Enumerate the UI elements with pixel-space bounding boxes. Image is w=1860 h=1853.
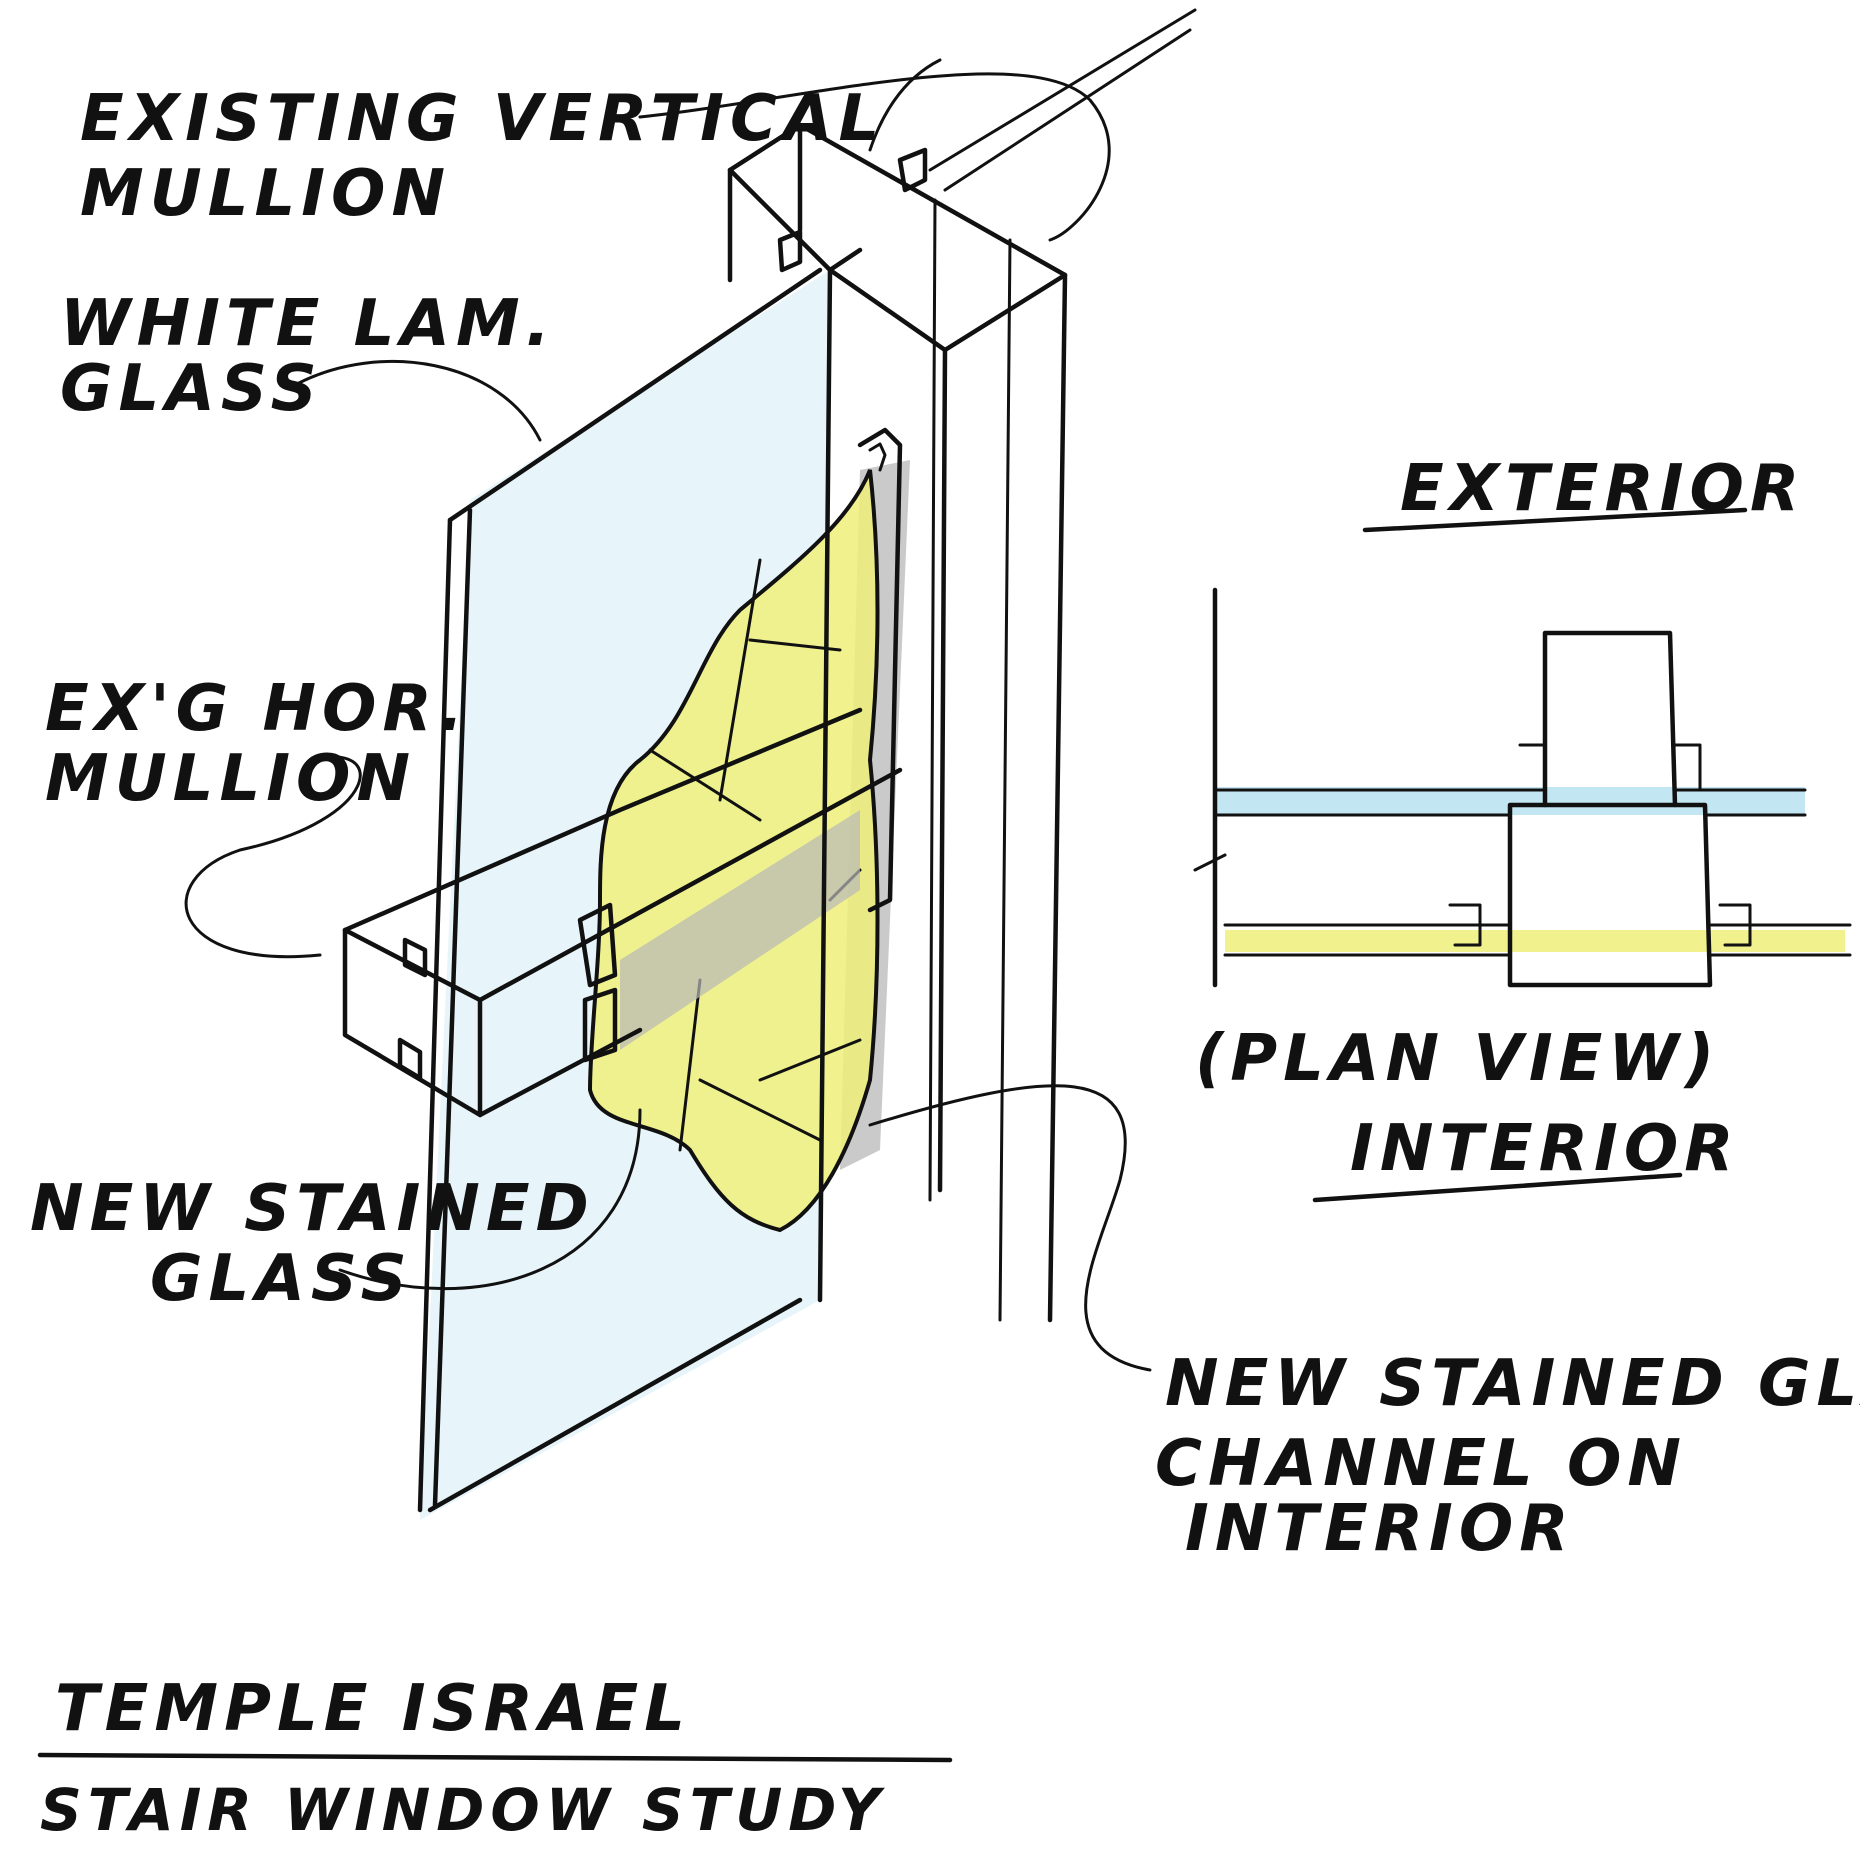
title-line1: TEMPLE ISRAEL <box>55 1672 691 1746</box>
glass-pane-edge <box>432 507 473 1508</box>
leader-line-vertical-top <box>928 8 1197 172</box>
label-stained-glass-line1: NEW STAINED <box>30 1172 595 1246</box>
vertical-mullion-line <box>928 198 937 1202</box>
leader-channel <box>868 1084 1152 1372</box>
annotation-labels: EXISTING VERTICAL MULLION WHITE LAM. GLA… <box>30 82 1860 1844</box>
horizontal-mullion-top <box>342 707 903 1003</box>
plan-mullion-lower <box>1507 802 1713 988</box>
plan-view-detail <box>1193 507 1852 1203</box>
vertical-mullion-side-edge <box>1047 272 1068 1323</box>
stained-glass-channel-inner <box>868 442 887 472</box>
plan-stained-yellow <box>1225 930 1845 952</box>
plan-channel <box>1448 903 1752 947</box>
leader-line-vertical-top-b <box>943 28 1192 192</box>
stained-glass-channel <box>857 427 903 913</box>
glazing-clip <box>777 229 803 273</box>
glass-pane-edge <box>447 267 823 523</box>
label-interior: INTERIOR <box>1350 1112 1740 1186</box>
stained-glass-came <box>678 978 702 1152</box>
vertical-mullion-front-edge <box>937 347 948 1193</box>
plan-clip <box>1518 743 1702 792</box>
horizontal-mullion-shadow <box>620 810 860 1050</box>
glass-pane-edge <box>417 517 453 1513</box>
glazing-clip <box>897 147 928 193</box>
stained-glass-came <box>698 1078 822 1142</box>
exterior-underline <box>1362 507 1748 533</box>
leader-vertical-mullion <box>638 72 1111 242</box>
vertical-mullion-top-inner <box>727 122 863 283</box>
horizontal-mullion-channel <box>577 902 618 1063</box>
label-channel-line3: INTERIOR <box>1185 1492 1575 1566</box>
label-plan-view: (PLAN VIEW) <box>1195 1022 1720 1096</box>
label-horizontal-mullion-line2: MULLION <box>45 742 416 816</box>
glass-pane-edge <box>427 1297 803 1513</box>
label-channel-line1: NEW STAINED GLASS <box>1165 1347 1860 1421</box>
label-vertical-mullion-line2: MULLION <box>80 157 451 231</box>
plan-mullion-upper <box>1542 630 1678 808</box>
plan-arrow <box>1193 853 1227 872</box>
label-stained-glass-line2: GLASS <box>150 1242 413 1316</box>
interior-underline <box>1312 1172 1683 1203</box>
leader-horizontal-mullion <box>184 755 362 959</box>
vertical-mullion-top <box>727 122 1068 353</box>
label-horizontal-mullion-line1: EX'G HOR. <box>45 672 469 746</box>
leader-white-glass <box>293 359 542 442</box>
leader-vertical-mullion-b <box>868 58 942 152</box>
title-line2: STAIR WINDOW STUDY <box>40 1776 886 1844</box>
label-channel-line2: CHANNEL ON <box>1155 1427 1687 1501</box>
stained-glass-came <box>758 1038 862 1082</box>
stained-glass-came <box>648 748 762 822</box>
horizontal-mullion-clip <box>397 937 428 1081</box>
stained-glass-panel <box>587 469 880 1233</box>
label-exterior: EXTERIOR <box>1400 452 1805 526</box>
label-white-glass-line2: GLASS <box>60 352 323 426</box>
title-underline <box>37 1752 953 1763</box>
label-white-glass-line1: WHITE LAM. <box>60 287 556 361</box>
leader-lines <box>184 8 1197 1372</box>
vertical-mullion-line <box>998 238 1012 1322</box>
label-vertical-mullion-line1: EXISTING VERTICAL <box>80 82 885 156</box>
vertical-mullion-left-edge <box>817 267 833 1303</box>
stained-glass-came <box>718 558 762 802</box>
isometric-window-detail <box>342 122 1068 1520</box>
leader-stained-glass <box>338 1108 642 1290</box>
